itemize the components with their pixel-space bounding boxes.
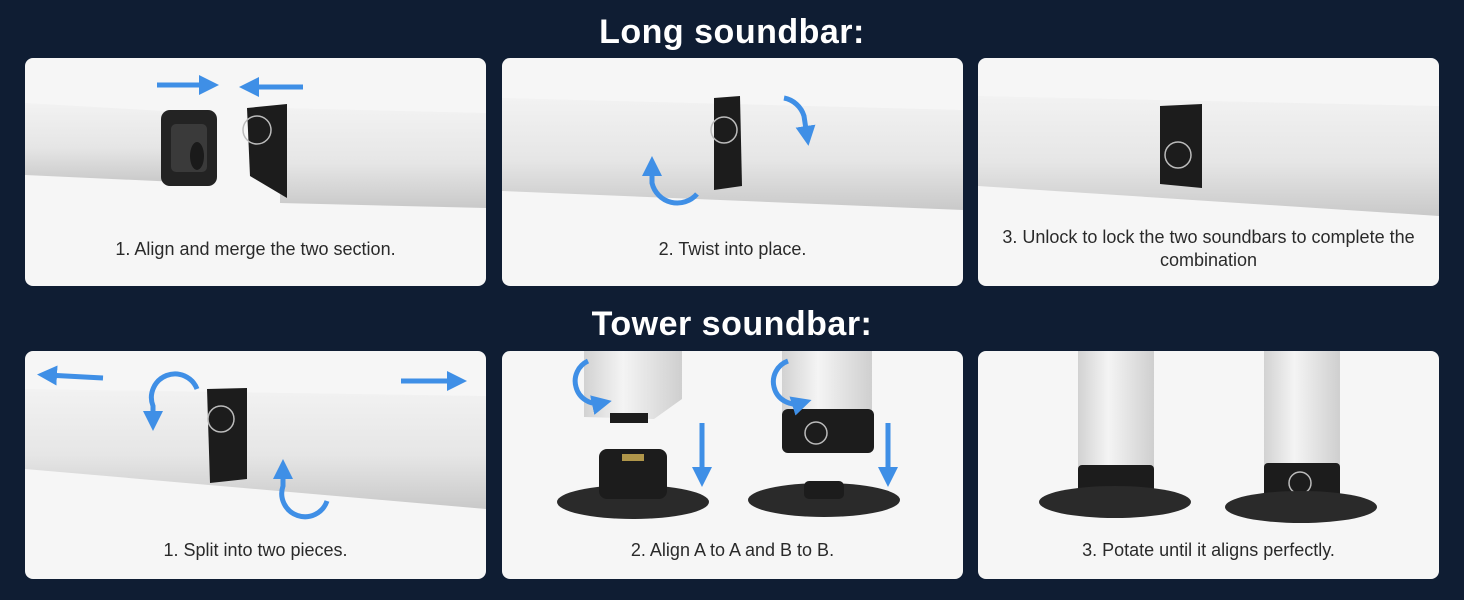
long-step-2-card: 2. Twist into place. [502, 58, 963, 286]
tower-step-3-card: 3. Potate until it aligns perfectly. [978, 351, 1439, 579]
rotate-arrow-icon [783, 95, 816, 146]
step-caption: 2. Align A to A and B to B. [630, 540, 835, 560]
rotate-arrow-icon [770, 358, 812, 416]
long-step-1-illustration [25, 75, 486, 208]
step-caption: 3. Unlock to lock the two soundbars to c… [1002, 227, 1415, 270]
rotate-arrow-icon [572, 358, 612, 415]
base-plate-icon [557, 485, 709, 519]
connector-ring-icon [247, 104, 287, 198]
connector-ring-icon [207, 388, 247, 483]
long-step-2-illustration [502, 95, 963, 210]
long-soundbar-heading: Long soundbar: [599, 13, 865, 51]
arrow-left-icon [37, 365, 104, 386]
step-caption: 3. Potate until it aligns perfectly. [1082, 540, 1335, 560]
tower-step-1-card: 1. Split into two pieces. [25, 351, 486, 579]
long-step-3-card: 3. Unlock to lock the two soundbars to c… [978, 58, 1439, 286]
rotate-arrow-icon [642, 156, 699, 206]
base-plate-icon [1039, 486, 1191, 518]
step-caption: 2. Twist into place. [658, 239, 807, 259]
base-plate-icon [1225, 491, 1377, 523]
step-caption: 1. Split into two pieces. [163, 540, 348, 560]
rotate-arrow-icon [143, 371, 200, 431]
long-step-1-card: 1. Align and merge the two section. [25, 58, 486, 286]
base-plate-icon [748, 483, 900, 517]
tower-step-2-illustration [557, 351, 900, 519]
rotate-arrow-icon [273, 459, 330, 520]
tower-soundbar-heading: Tower soundbar: [591, 305, 873, 343]
connector-ring-icon [1160, 104, 1202, 188]
tower-step-3-illustration [1039, 351, 1377, 523]
long-step-3-illustration [978, 96, 1439, 216]
tower-step-1-illustration [25, 365, 486, 520]
connector-ring-icon [782, 409, 874, 453]
step-caption: 1. Align and merge the two section. [115, 239, 396, 259]
tower-step-2-card: 2. Align A to A and B to B. [502, 351, 963, 579]
